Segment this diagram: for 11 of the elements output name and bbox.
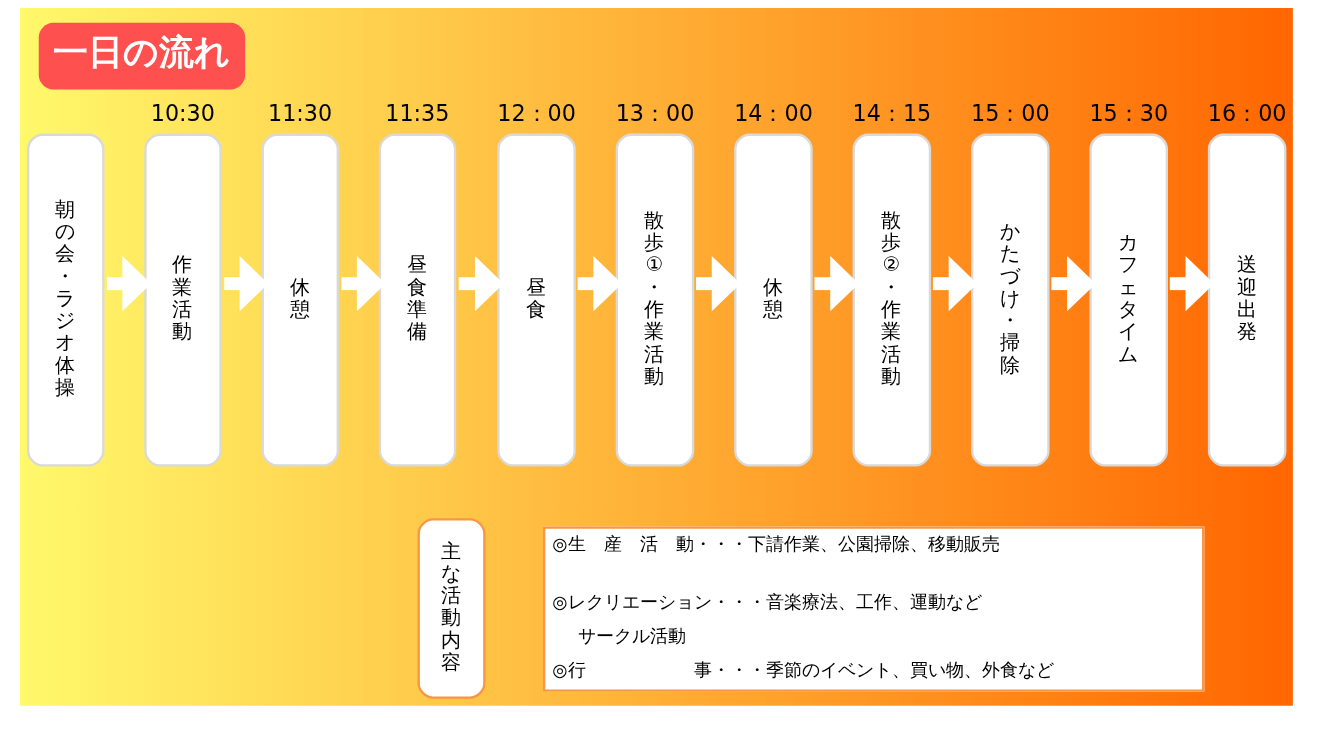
- node-label: 13：00: [615, 100, 695, 127]
- node-label: 12：00: [497, 100, 576, 127]
- node-label: 10:30: [150, 100, 215, 127]
- node-label: 14：15: [852, 100, 932, 127]
- node-label: 11:30: [268, 100, 333, 127]
- node-label: 16：00: [1207, 100, 1287, 127]
- node-label: 15：30: [1089, 100, 1169, 127]
- node-label: 11:35: [385, 100, 450, 127]
- node-label: 15：00: [971, 100, 1050, 127]
- node-label: 14：00: [734, 100, 813, 127]
- diagram-title: 一日の流れ: [52, 30, 230, 72]
